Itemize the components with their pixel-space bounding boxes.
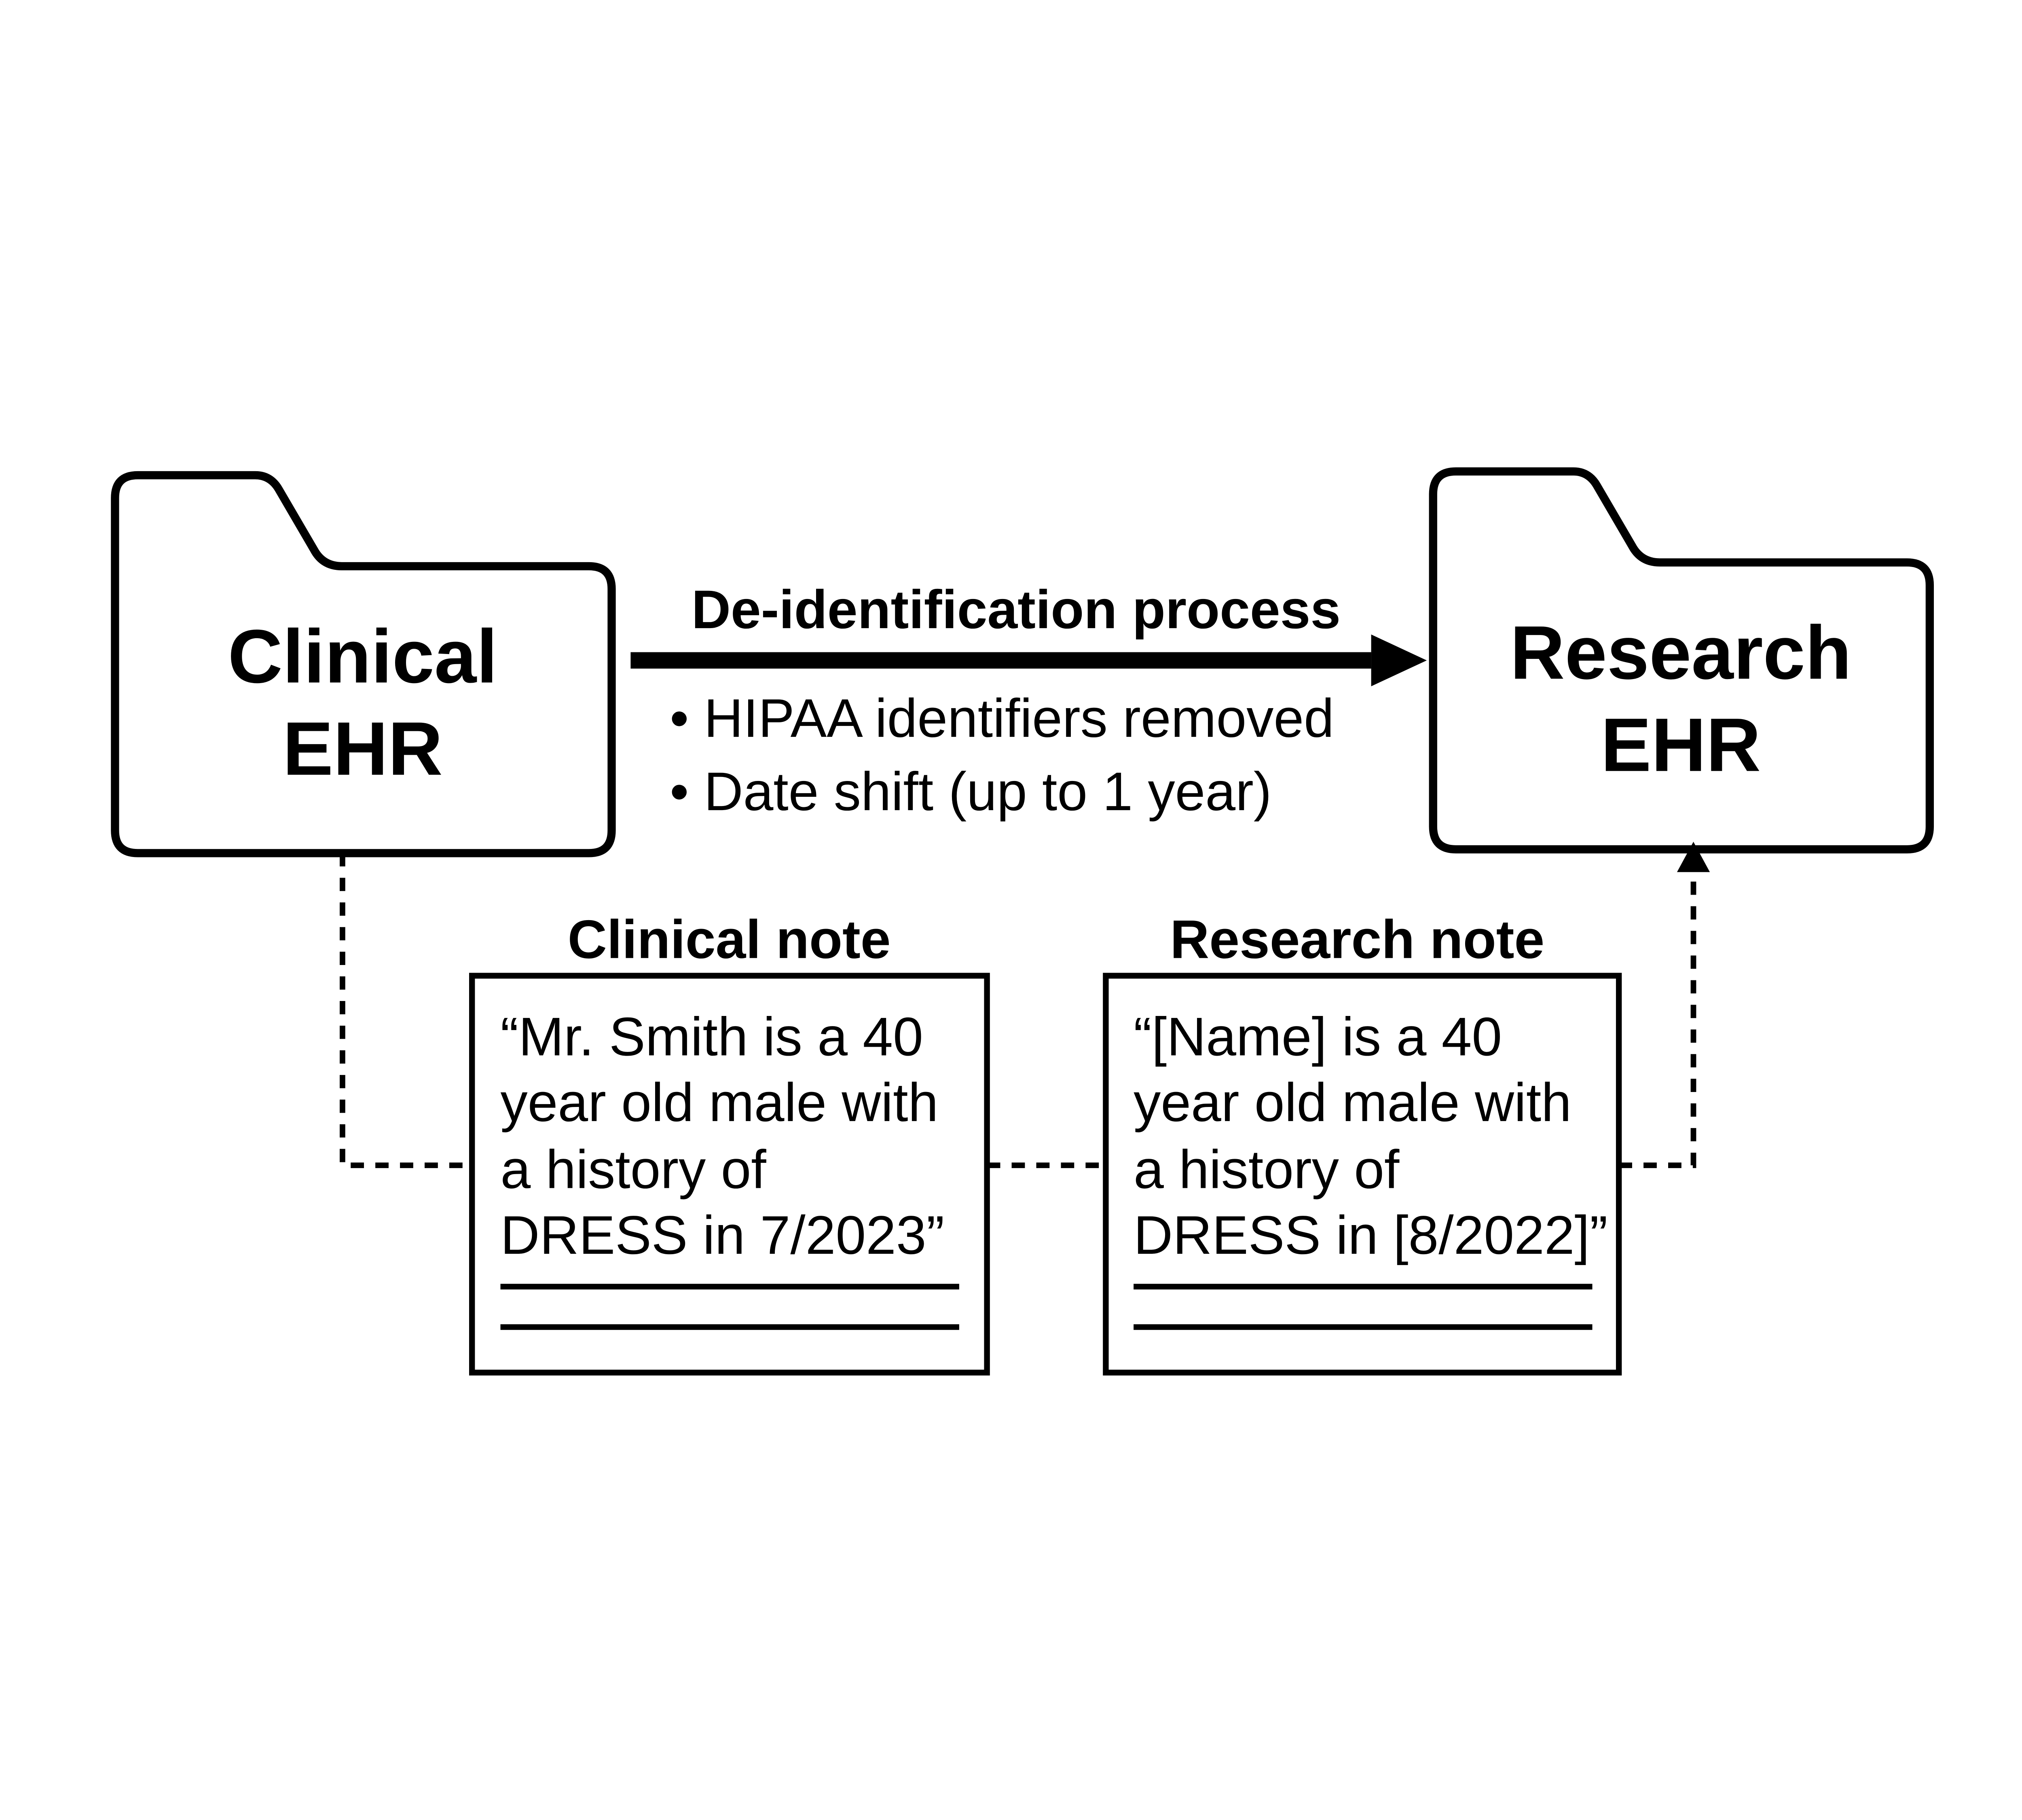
folder-icon [1429,467,1934,854]
clinical-note-line-2: year old male with [501,1072,939,1133]
process-bullet-2: • Date shift (up to 1 year) [670,761,1271,822]
clinical-folder-label-line-2: EHR [283,706,443,791]
research-note-line-4: DRESS in [8/2022]” [1134,1205,1607,1266]
research-note-line-2: year old male with [1134,1072,1571,1133]
right-arrow-icon [630,634,1427,686]
dashed-connector-research-note-to-research-folder [1619,877,1696,1168]
research-folder-label-line-1: Research [1510,610,1851,695]
research-ehr-folder: Research EHR [1429,467,1934,854]
process-title: De-identification process [692,579,1341,640]
clinical-note-box [469,973,990,1376]
research-note-line-3: a history of [1134,1139,1400,1200]
folder-icon [111,471,616,857]
clinical-note: Clinical note “Mr. Smith is a 40 year ol… [469,909,990,1376]
dashed-connector-clinical-folder-to-clinical-note [340,853,472,1168]
connectors [340,842,1710,1168]
arrow-shaft [630,652,1371,669]
dashed-arrowhead-icon [1677,842,1710,872]
clinical-ehr-folder: Clinical EHR [111,471,616,857]
clinical-folder-label-line-1: Clinical [228,614,497,699]
clinical-note-line-4: DRESS in 7/2023” [501,1205,945,1266]
clinical-note-line-1: “Mr. Smith is a 40 [501,1006,923,1067]
deidentification-process: De-identification process • HIPAA identi… [630,579,1427,822]
research-note-box [1103,973,1622,1376]
arrow-head [1371,634,1427,686]
research-note: Research note “[Name] is a 40 year old m… [1103,909,1622,1376]
research-folder-label-line-2: EHR [1601,702,1761,787]
clinical-note-line-3: a history of [501,1139,767,1200]
research-note-title: Research note [1170,909,1544,970]
process-bullet-1: • HIPAA identifiers removed [670,688,1334,749]
research-note-line-1: “[Name] is a 40 [1134,1006,1502,1067]
clinical-note-title: Clinical note [568,909,891,970]
